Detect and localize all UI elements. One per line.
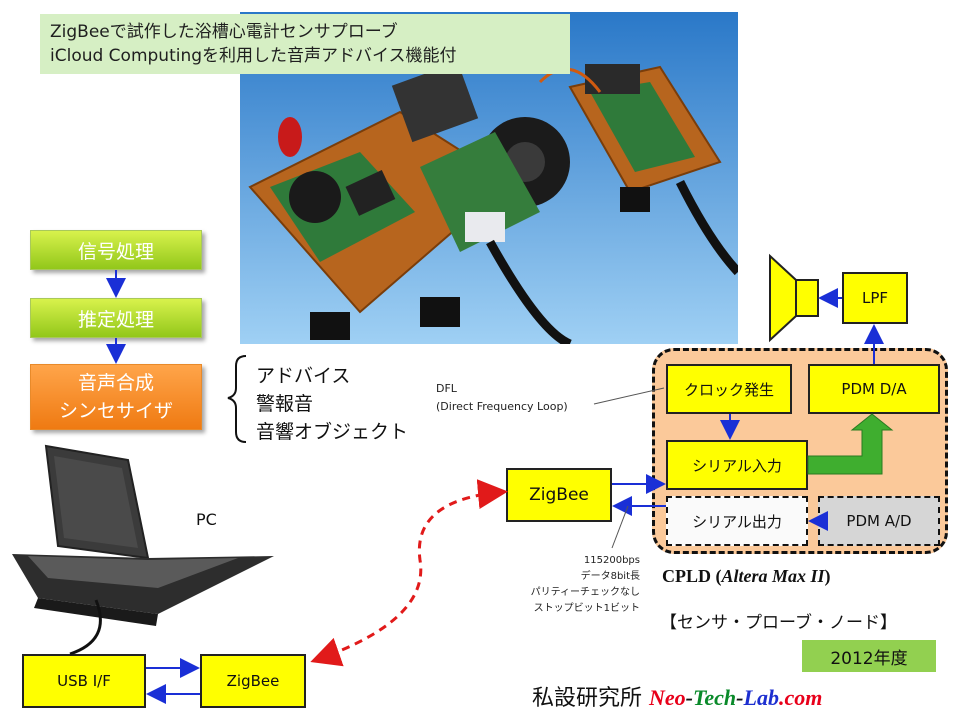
lpf-block: LPF — [842, 272, 908, 324]
brand-tech: Tech — [692, 685, 737, 710]
cpld-suffix: ) — [824, 566, 831, 586]
synth-outputs-list: アドバイス 警報音 音響オブジェクト — [256, 362, 408, 446]
brand-dash-2: - — [736, 685, 744, 710]
pdm-ad-label: PDM A/D — [846, 512, 912, 530]
node-label: 【センサ・プローブ・ノード】 — [660, 613, 897, 633]
title-box: ZigBeeで試作した浴槽心電計センサプローブ iCloud Computing… — [40, 14, 570, 74]
signal-processing-box: 信号処理 — [30, 230, 202, 270]
cpld-label: CPLD (Altera Max II) — [662, 566, 831, 587]
laptop-icon — [8, 438, 278, 628]
clock-generator-label: クロック発生 — [683, 380, 774, 399]
serial-output-label: シリアル出力 — [692, 512, 782, 531]
output-sound-object: 音響オブジェクト — [256, 421, 409, 443]
signal-processing-label: 信号処理 — [77, 240, 154, 263]
dfl-description: (Direct Frequency Loop) — [436, 400, 568, 413]
footer-credit: 私設研究所 Neo-Tech-Lab.com — [532, 680, 822, 712]
title-line-2: iCloud Computingを利用した音声アドバイス機能付 — [50, 46, 457, 66]
dfl-title: DFL — [436, 382, 457, 395]
brand-lab: Lab — [743, 685, 779, 710]
usb-if-label: USB I/F — [57, 672, 111, 690]
zigbee-pc-label: ZigBee — [226, 672, 280, 690]
zigbee-node-label: ZigBee — [529, 485, 589, 505]
serial-spec-data: データ8bit長 — [580, 571, 640, 582]
pdm-ad-block: PDM A/D — [818, 496, 940, 546]
serial-spec: 115200bps データ8bit長 パリティーチェックなし ストップビット1ビ… — [505, 553, 640, 617]
voice-synth-line-2: シンセサイザ — [58, 400, 173, 422]
speaker-icon — [766, 252, 822, 344]
voice-synth-box: 音声合成 シンセサイザ — [30, 364, 202, 430]
pdm-da-label: PDM D/A — [841, 380, 907, 398]
output-advice: アドバイス — [256, 365, 351, 387]
estimation-box: 推定処理 — [30, 298, 202, 338]
year-label: 2012年度 — [830, 648, 908, 669]
year-badge: 2012年度 — [802, 640, 936, 672]
serial-spec-parity: パリティーチェックなし — [530, 587, 640, 598]
output-alarm: 警報音 — [256, 393, 314, 415]
title-line-1: ZigBeeで試作した浴槽心電計センサプローブ — [50, 22, 398, 42]
org-name: 私設研究所 — [532, 686, 649, 711]
serial-input-block: シリアル入力 — [666, 440, 808, 490]
pdm-da-block: PDM D/A — [808, 364, 940, 414]
usb-if-block: USB I/F — [22, 654, 146, 708]
serial-spec-baud: 115200bps — [583, 555, 640, 566]
wireless-link — [310, 479, 508, 667]
zigbee-pc-block: ZigBee — [200, 654, 306, 708]
brand-dash-1: - — [685, 685, 693, 710]
zigbee-node-block: ZigBee — [506, 468, 612, 522]
brand-neo: Neo — [649, 685, 686, 710]
cpld-device: Altera Max II — [721, 566, 825, 586]
voice-synth-line-1: 音声合成 — [77, 372, 154, 394]
spec-pointer — [611, 505, 629, 549]
cpld-prefix: CPLD ( — [662, 566, 722, 586]
estimation-label: 推定処理 — [77, 308, 154, 331]
serial-spec-stop: ストップビット1ビット — [533, 603, 640, 614]
outputs-brace — [227, 355, 247, 443]
brand-com: .com — [778, 685, 823, 710]
lpf-label: LPF — [861, 289, 889, 307]
clock-generator-block: クロック発生 — [666, 364, 792, 414]
serial-output-block: シリアル出力 — [666, 496, 808, 546]
pc-label: PC — [196, 510, 217, 529]
serial-input-label: シリアル入力 — [692, 456, 782, 475]
dfl-label: DFL (Direct Frequency Loop) — [436, 380, 568, 416]
